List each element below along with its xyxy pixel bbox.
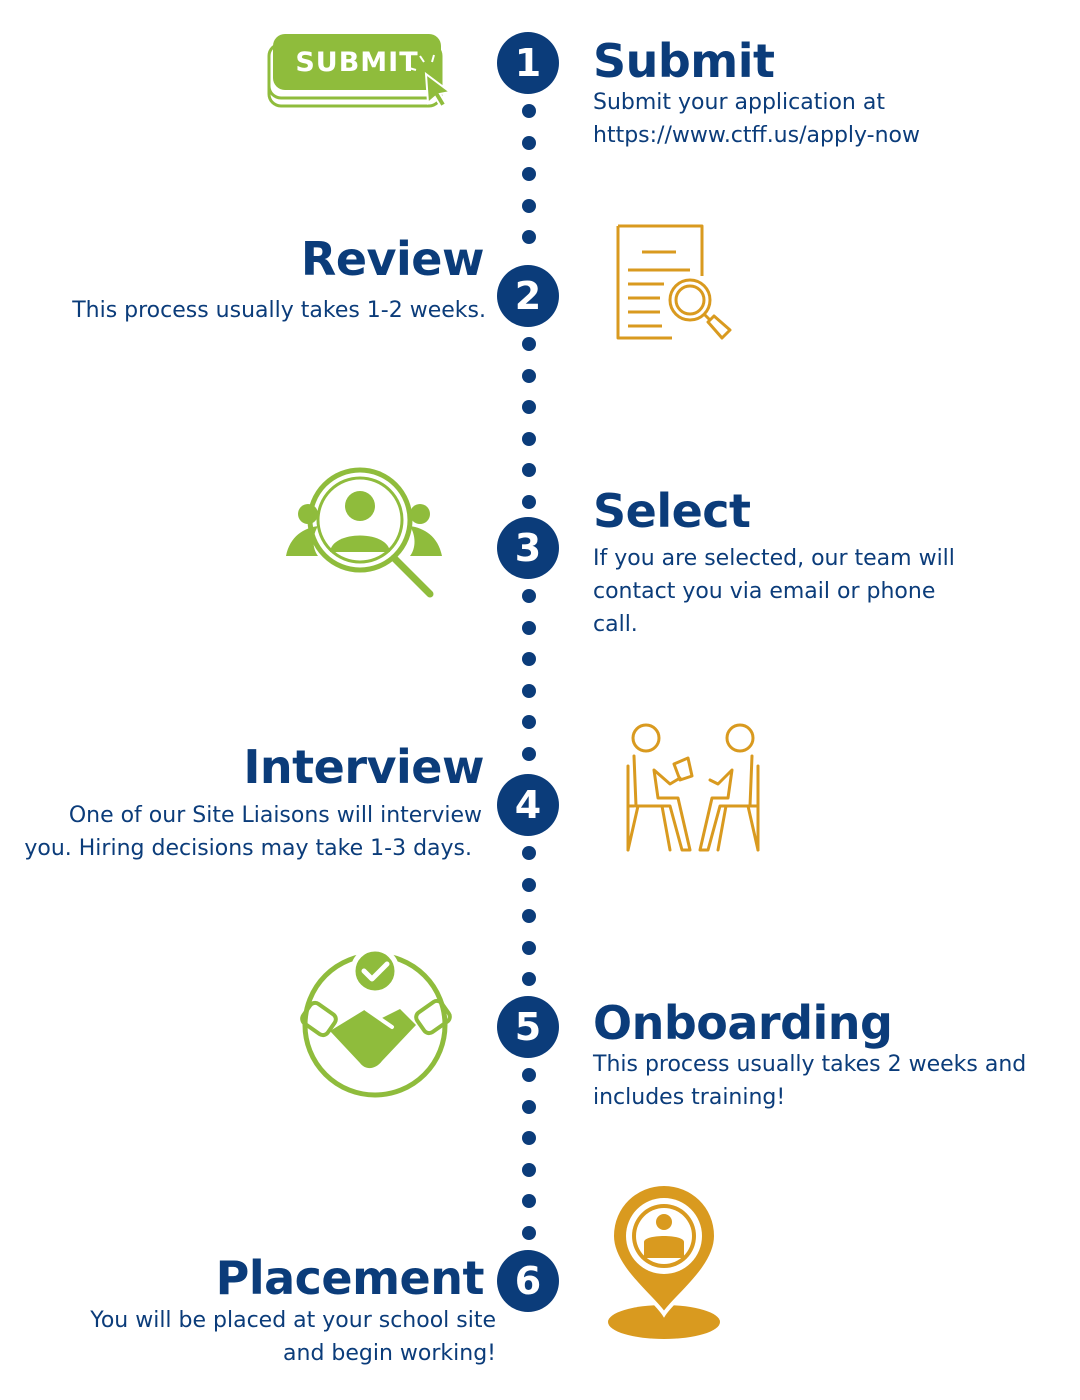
- timeline-dot: [522, 1194, 536, 1208]
- step-6-title: Placement: [215, 1251, 485, 1305]
- step-1-title: Submit: [593, 34, 775, 88]
- timeline-dot: [522, 846, 536, 860]
- step-3-description-line: contact you via email or phone: [593, 579, 936, 604]
- step-4-number: 4: [497, 774, 559, 836]
- step-6-number: 6: [497, 1250, 559, 1312]
- timeline-dot: [522, 746, 536, 761]
- interview-people-icon: [624, 722, 769, 862]
- timeline-dot: [522, 1162, 536, 1177]
- timeline-dot: [522, 877, 536, 892]
- timeline-dot: [522, 167, 536, 181]
- timeline-dot: [522, 1068, 536, 1082]
- timeline-dot: [522, 198, 536, 213]
- step-5-number: 5: [497, 996, 559, 1058]
- timeline-dot: [522, 400, 536, 414]
- submit-button-label: SUBMIT: [295, 46, 419, 78]
- step-2-description-line: This process usually takes 1-2 weeks.: [72, 298, 486, 323]
- step-6-description: You will be placed at your school site a…: [36, 1304, 496, 1370]
- timeline-dot: [522, 620, 536, 635]
- step-4-title: Interview: [243, 740, 484, 794]
- timeline-dot: [522, 1131, 536, 1145]
- step-6-description-line: and begin working!: [283, 1341, 496, 1366]
- timeline-dot: [522, 909, 536, 923]
- step-3-description-line: call.: [593, 612, 638, 637]
- step-3-description-line: If you are selected, our team will: [593, 546, 955, 571]
- step-4-description: One of our Site Liaisons will interview …: [2, 799, 482, 865]
- step-3-title: Select: [593, 484, 751, 538]
- step-4-description-line: One of our Site Liaisons will interview: [68, 803, 482, 828]
- step-5-description: This process usually takes 2 weeks and i…: [593, 1048, 1053, 1114]
- timeline-dot: [522, 494, 536, 509]
- timeline-dot: [522, 463, 536, 477]
- timeline-dot: [522, 337, 536, 351]
- timeline-dot: [522, 368, 536, 383]
- timeline-dot: [522, 940, 536, 955]
- step-5-description-line: This process usually takes 2 weeks and: [593, 1052, 1027, 1077]
- document-search-icon: [612, 222, 742, 357]
- timeline-dot: [522, 135, 536, 150]
- submit-button-cursor-icon: SUBMIT: [266, 32, 456, 117]
- step-1-description-line: Submit your application at: [593, 90, 885, 115]
- timeline-dot: [522, 230, 536, 244]
- step-4-description-line: you. Hiring decisions may take 1-3 days.: [24, 836, 472, 861]
- step-1-description: Submit your application at https://www.c…: [593, 86, 1033, 152]
- step-6-description-line: You will be placed at your school site: [90, 1308, 496, 1333]
- step-5-description-line: includes training!: [593, 1085, 786, 1110]
- timeline-dot: [522, 431, 536, 446]
- step-3-number: 3: [497, 517, 559, 579]
- step-1-description-line: https://www.ctff.us/apply-now: [593, 123, 920, 148]
- timeline-dot: [522, 104, 536, 118]
- timeline-dot: [522, 652, 536, 666]
- location-pin-person-icon: [606, 1180, 724, 1347]
- handshake-check-icon: [300, 945, 456, 1106]
- step-5-title: Onboarding: [593, 996, 893, 1050]
- step-1-number: 1: [497, 32, 559, 94]
- step-2-number: 2: [497, 265, 559, 327]
- timeline-dot: [522, 715, 536, 729]
- step-2-description: This process usually takes 1-2 weeks.: [26, 294, 486, 327]
- timeline-dot: [522, 1099, 536, 1114]
- timeline-dot: [522, 1225, 536, 1240]
- timeline-dot: [522, 589, 536, 603]
- timeline-dot: [522, 972, 536, 986]
- step-2-title: Review: [300, 232, 485, 286]
- timeline-dot: [522, 683, 536, 698]
- step-3-description: If you are selected, our team will conta…: [593, 542, 1013, 641]
- person-search-icon: [284, 462, 444, 607]
